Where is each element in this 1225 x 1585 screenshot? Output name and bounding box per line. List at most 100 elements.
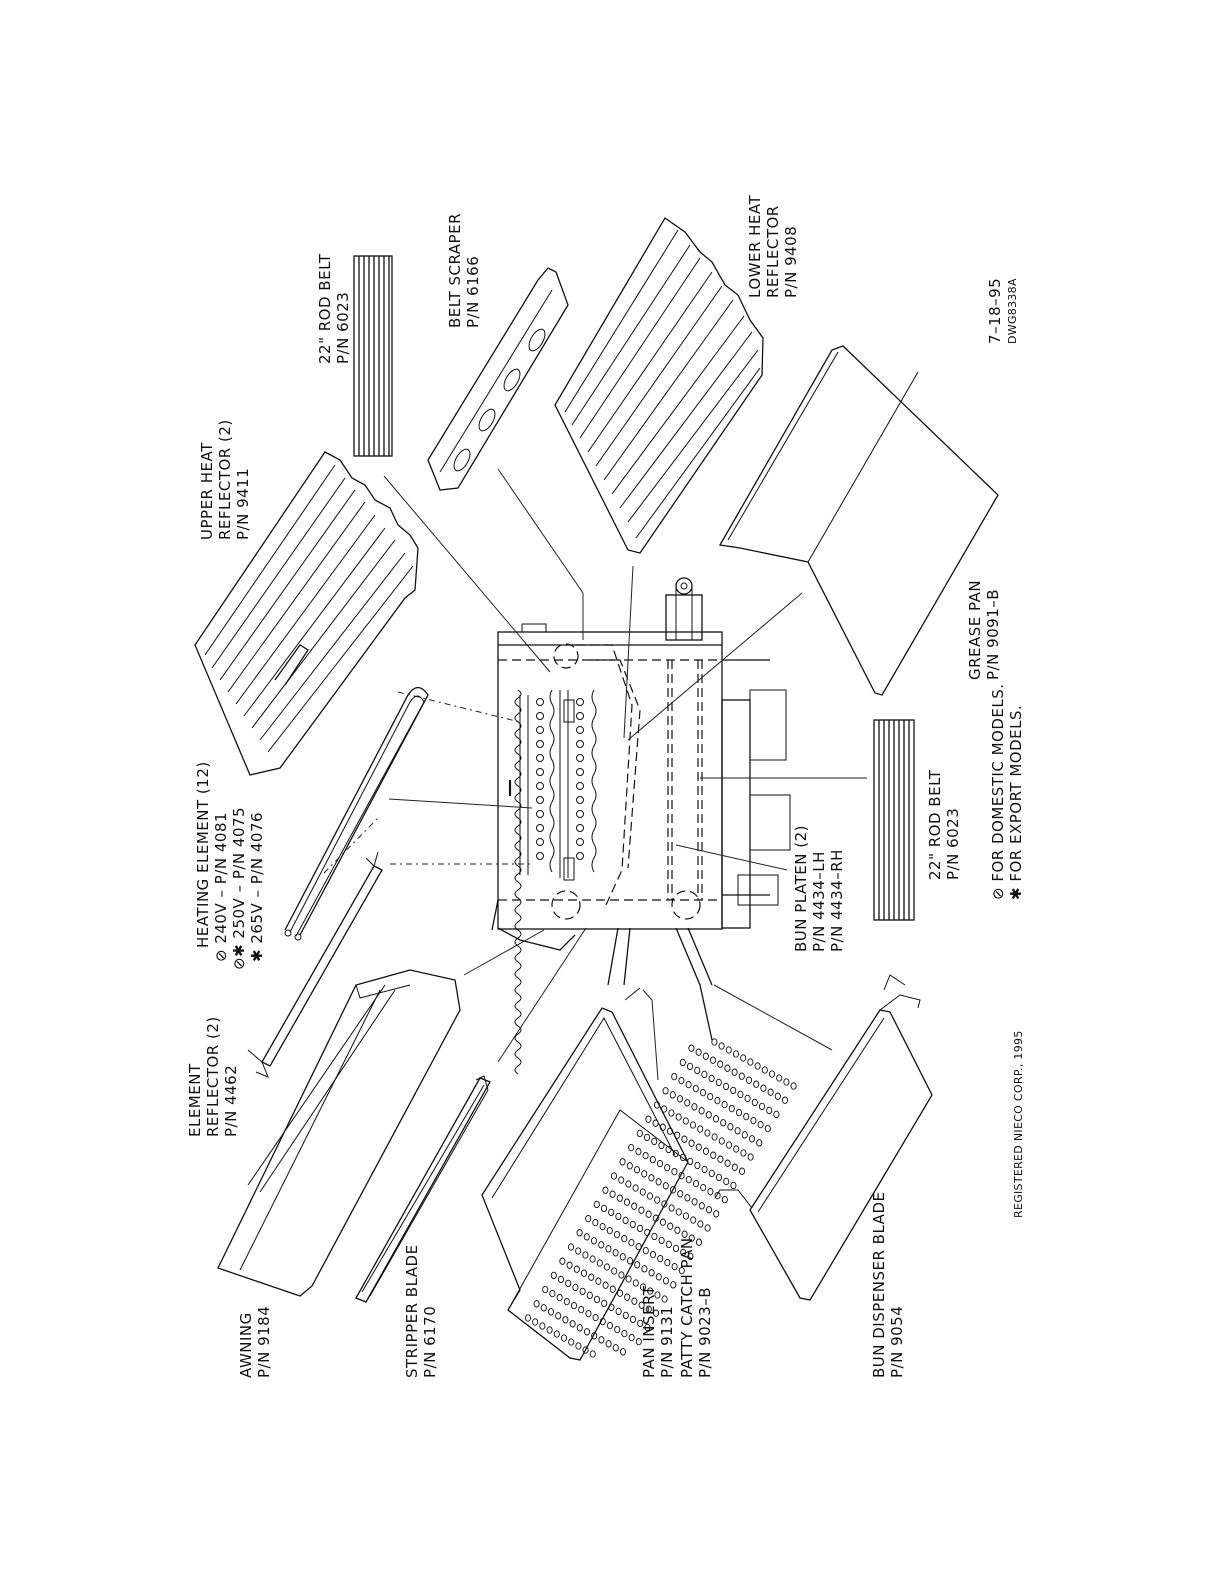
svg-text:GREASE PAN: GREASE PAN <box>966 580 984 680</box>
perforation-hole <box>649 1155 656 1164</box>
label-pan-insert: PAN INSERT P/N 9131 <box>640 1285 676 1378</box>
perforation-hole <box>662 1182 669 1190</box>
perforation-hole <box>542 1285 549 1294</box>
perforation-hole <box>744 1094 751 1103</box>
perforation-hole <box>641 1265 648 1273</box>
perforation-hole <box>776 1074 783 1082</box>
perforation-hole <box>657 1254 664 1263</box>
perforation-hole <box>614 1325 621 1334</box>
svg-text:HEATING ELEMENT (12): HEATING ELEMENT (12) <box>194 761 212 948</box>
perforation-hole <box>590 1237 598 1245</box>
perforation-hole <box>689 1121 697 1129</box>
perforation-hole <box>676 1095 684 1103</box>
perforation-hole <box>688 1234 695 1242</box>
perforation-hole <box>622 1311 629 1320</box>
perforation-hole <box>664 1163 671 1172</box>
svg-text:P/N 9411: P/N 9411 <box>234 468 252 540</box>
perforation-hole <box>603 1263 611 1271</box>
perforation-hole <box>645 1210 652 1218</box>
perforation-hole <box>582 1251 589 1259</box>
perforation-hole <box>593 1200 600 1209</box>
perforation-hole <box>680 1248 687 1257</box>
perforation-hole <box>539 1322 546 1330</box>
perforation-hole <box>612 1344 619 1352</box>
svg-text:P/N 6170: P/N 6170 <box>421 1306 439 1378</box>
perforation-hole <box>622 1216 629 1225</box>
perforation-hole <box>725 1141 733 1149</box>
label-lower-heat-reflector: LOWER HEAT REFLECTOR P/N 9408 <box>746 195 800 298</box>
perforation-hole <box>753 1080 760 1088</box>
perforation-hole <box>679 1058 686 1067</box>
perforation-hole <box>710 1151 717 1159</box>
perforation-hole <box>671 1072 678 1081</box>
perforation-hole <box>625 1180 632 1188</box>
perforation-hole <box>659 1218 667 1226</box>
perforation-hole <box>586 1291 593 1300</box>
perforation-hole <box>575 1342 582 1350</box>
perforation-hole <box>715 1173 723 1182</box>
perforation-hole <box>669 1091 676 1099</box>
perforation-hole <box>717 1060 724 1068</box>
perforation-hole <box>678 1266 685 1275</box>
perforation-hole <box>592 1313 599 1322</box>
perforation-hole <box>718 1042 725 1050</box>
perforation-hole <box>606 1321 614 1330</box>
perforation-hole <box>760 1084 767 1092</box>
perforation-hole <box>691 1103 698 1111</box>
perforation-hole <box>641 1170 648 1178</box>
perforation-hole <box>652 1214 659 1222</box>
perforation-hole <box>658 1236 665 1245</box>
svg-text:REFLECTOR (2): REFLECTOR (2) <box>204 1016 222 1137</box>
perforation-hole <box>728 1104 735 1113</box>
perforation-hole <box>723 1177 730 1186</box>
perforation-hole <box>598 1336 605 1344</box>
perforation-hole <box>697 1125 704 1133</box>
perforation-hole <box>618 1176 625 1184</box>
svg-text:P/N 4462: P/N 4462 <box>222 1065 240 1137</box>
perforation-hole <box>730 1086 737 1095</box>
perforation-hole <box>790 1082 797 1090</box>
perforation-hole <box>701 1165 708 1174</box>
perforation-hole <box>559 1257 566 1265</box>
perforation-hole <box>628 1238 635 1247</box>
pan-insert-part <box>481 1007 797 1361</box>
perforation-hole <box>687 1252 694 1261</box>
svg-text:LOWER HEAT: LOWER HEAT <box>746 195 764 298</box>
svg-text:ELEMENT: ELEMENT <box>186 1063 204 1137</box>
perforation-hole <box>593 1295 601 1304</box>
perforation-hole <box>585 1309 592 1318</box>
label-grease-pan: GREASE PAN P/N 9091–B <box>966 580 1002 680</box>
perforation-hole <box>704 1129 711 1137</box>
svg-text:⊘ 240V – P/N 4081: ⊘ 240V – P/N 4081 <box>212 812 230 962</box>
perforation-hole <box>642 1151 649 1160</box>
perforation-hole <box>756 1139 763 1147</box>
perforation-hole <box>619 1158 626 1166</box>
perforation-hole <box>553 1330 560 1338</box>
perforation-hole <box>582 1346 589 1354</box>
perforation-hole <box>715 1078 722 1087</box>
perforation-hole <box>704 1224 711 1232</box>
heating-element-part <box>284 686 429 941</box>
perforation-hole <box>565 1279 572 1288</box>
perforation-hole <box>702 1052 709 1060</box>
perforation-hole <box>699 1088 707 1097</box>
perforation-hole <box>621 1234 628 1243</box>
bun-dispenser-blade-part <box>714 974 933 1301</box>
perforation-hole <box>556 1293 563 1302</box>
perforation-hole <box>598 1241 605 1249</box>
perforation-hole <box>635 1242 642 1251</box>
perforation-hole <box>608 1208 615 1217</box>
perforation-hole <box>679 1153 687 1162</box>
perforation-hole <box>579 1287 586 1296</box>
perforation-hole <box>695 1143 702 1151</box>
awning-part <box>217 969 461 1297</box>
perforation-hole <box>644 1323 651 1332</box>
perforation-hole <box>619 1253 626 1261</box>
svg-text:BUN DISPENSER BLADE: BUN DISPENSER BLADE <box>870 1192 888 1378</box>
stripper-blade-part <box>355 1075 491 1303</box>
perforation-hole <box>615 1307 622 1316</box>
perforation-hole <box>546 1326 553 1334</box>
perforation-hole <box>648 1269 655 1277</box>
perforation-hole <box>682 1117 689 1125</box>
